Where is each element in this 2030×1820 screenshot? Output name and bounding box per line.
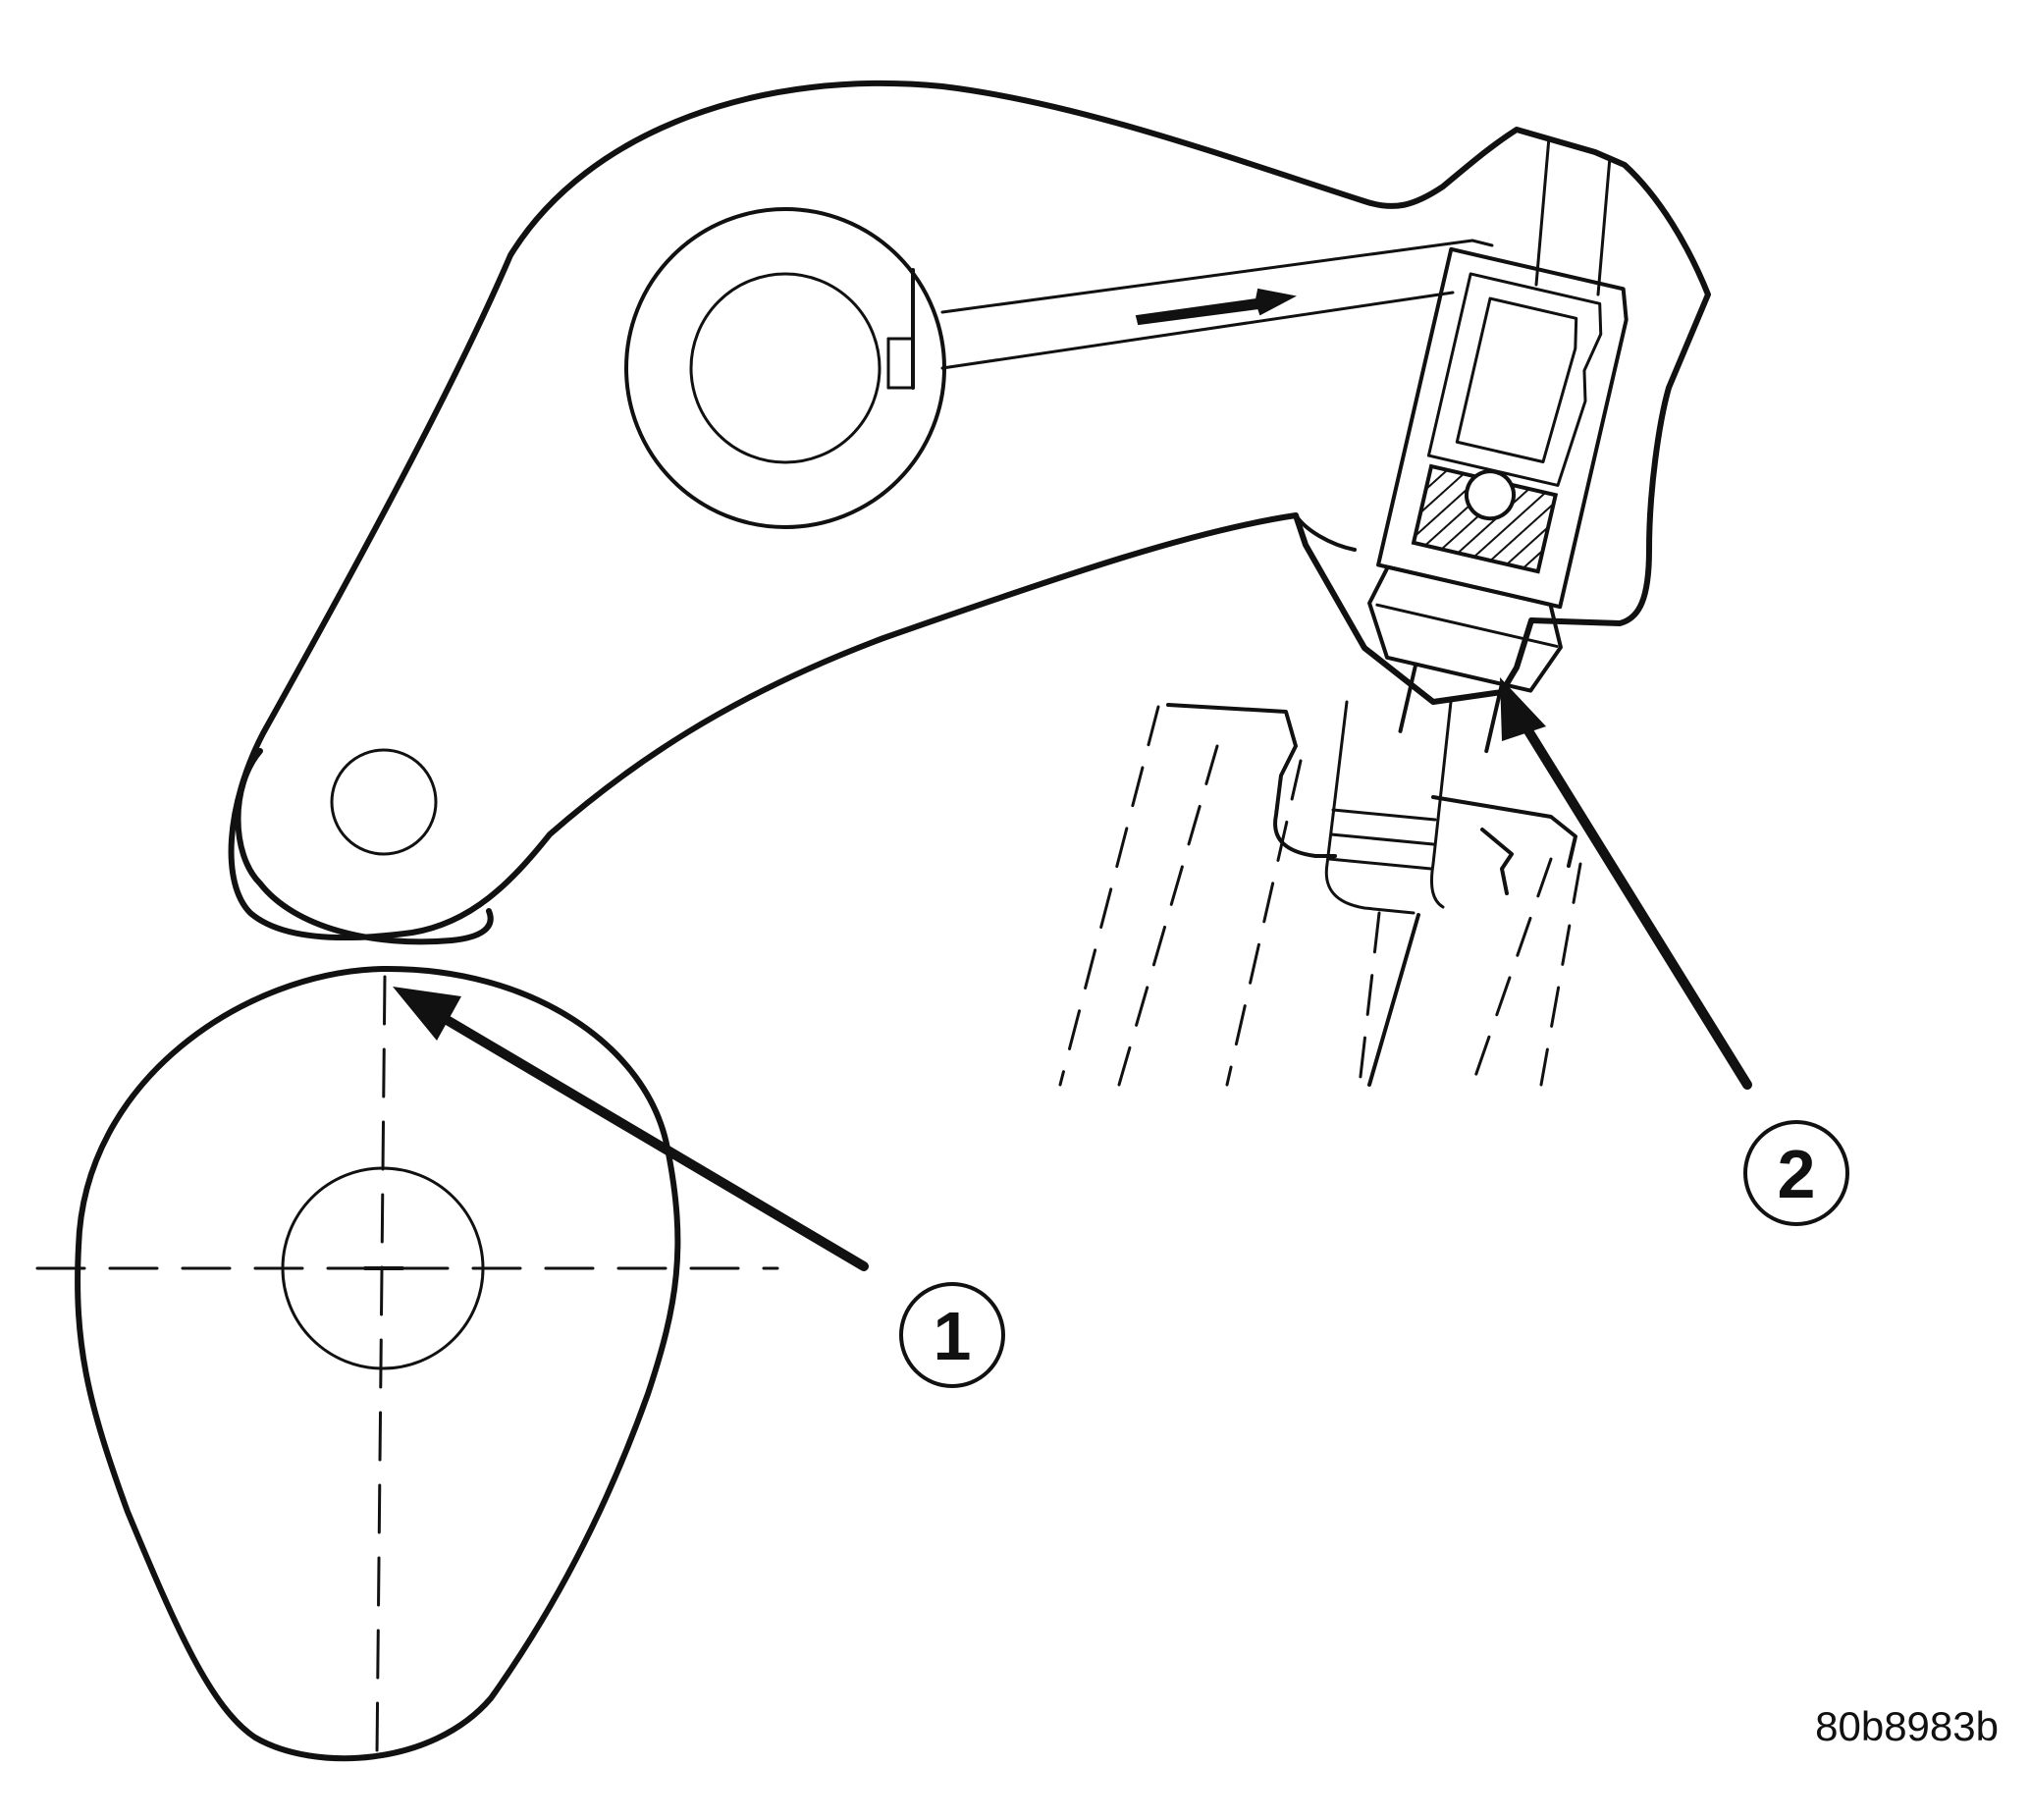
callout-2-label: 2 — [1778, 1136, 1816, 1212]
rocker-arm — [228, 80, 1711, 945]
adjuster-assembly — [1367, 246, 1629, 754]
hidden-line-6 — [1539, 862, 1582, 1087]
adjuster-plunger — [1426, 272, 1603, 487]
callout-2-circle — [1743, 1120, 1849, 1226]
oil-passage-lower — [940, 291, 1455, 370]
adjuster-housing — [1376, 246, 1629, 610]
hidden-line-3 — [1225, 759, 1303, 1087]
retainer-outline — [1166, 703, 1577, 895]
callout-1-leader — [427, 1006, 869, 1271]
callout-1-circle — [899, 1282, 1005, 1388]
callout-1: 1 — [393, 987, 1005, 1388]
spring-coil-edge — [1367, 913, 1420, 1087]
valve-spring-retainer — [1058, 700, 1582, 1087]
valve-stem-right — [1429, 700, 1453, 909]
roller-axle — [330, 748, 438, 856]
valve-stem-left — [1324, 700, 1416, 915]
adjuster-bore-left — [1534, 135, 1551, 287]
valve-keeper-groove-2 — [1329, 832, 1435, 846]
adjuster-inner-chamber — [1455, 296, 1578, 463]
oil-passage-upper — [940, 239, 1494, 314]
rocker-shaft — [689, 272, 881, 464]
figure-id: 80b8983b — [1815, 1703, 1999, 1749]
adjuster-bore-right — [1596, 155, 1612, 296]
rocker-lower-step — [1294, 513, 1357, 552]
callout-2-arrowhead — [1500, 677, 1546, 741]
rocker-shaft-bore-outer — [624, 207, 946, 529]
check-ball — [1465, 469, 1517, 521]
adjuster-foot — [1367, 564, 1563, 693]
hidden-line-4 — [1358, 911, 1381, 1087]
rocker-arm-body — [228, 80, 1711, 941]
oil-flow-arrow — [1135, 288, 1297, 326]
valve-keeper-groove-1 — [1331, 808, 1437, 822]
callout-1-label: 1 — [934, 1298, 972, 1374]
valve-stem-tip — [1398, 662, 1504, 754]
adjuster-foot-line — [1375, 603, 1559, 648]
callout-2: 2 — [1500, 677, 1849, 1226]
callout-2-leader — [1515, 712, 1752, 1090]
hidden-line-1 — [1058, 705, 1160, 1087]
hydraulic-lash-adjuster — [1367, 135, 1629, 754]
hidden-line-5 — [1470, 857, 1553, 1087]
camshaft-lobe — [35, 965, 779, 1762]
valve-keeper-groove-3 — [1327, 857, 1433, 871]
cam-vertical-centerline — [375, 975, 387, 1757]
roller-follower — [235, 748, 494, 945]
callout-1-arrowhead — [393, 987, 461, 1041]
